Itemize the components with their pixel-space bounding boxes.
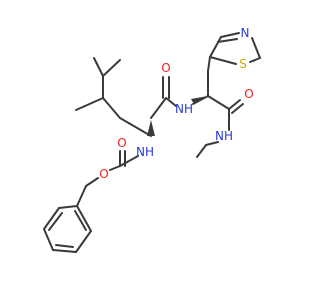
molecule-diagram: O O NH O NH O NH N S: [43, 26, 261, 253]
bond-c-o: [228, 99, 241, 110]
bond-o-carbonyl: [109, 165, 121, 171]
bond-nh-me: [205, 141, 219, 146]
bond: [249, 57, 261, 63]
bond: [43, 228, 54, 251]
oxygen-atom-leucine: O: [161, 61, 170, 75]
oxygen-atom-amide: O: [244, 87, 253, 101]
nitrogen-atom-methylamide: NH: [215, 129, 233, 143]
bond: [209, 56, 237, 65]
bond: [58, 205, 78, 209]
bond-ch-me1: [75, 97, 104, 111]
bond: [76, 205, 92, 232]
bond-c-nh: [165, 97, 177, 107]
bond-ch2-thiazole: [207, 56, 211, 72]
bond-inner: [48, 212, 63, 231]
bond-inner: [55, 244, 74, 248]
oxygen-atom-carbamate: O: [117, 136, 126, 150]
bond: [220, 32, 240, 38]
bond-me: [102, 59, 121, 77]
bond-inner: [217, 38, 238, 43]
bond-alpha2-c: [207, 95, 230, 110]
bond-me-end: [196, 144, 207, 158]
bond-ch2-ch: [102, 97, 121, 119]
bond-ring-ch2: [76, 185, 87, 207]
bond: [43, 207, 60, 230]
bond-carbonyl-nh: [119, 155, 139, 167]
bond: [251, 37, 261, 59]
bond-alpha-c: [150, 97, 167, 119]
bond: [209, 36, 222, 58]
bond-me: [93, 57, 104, 77]
bond-alpha-ch2: [119, 117, 152, 137]
nitrogen-atom-thiazole: N: [241, 26, 250, 40]
nitrogen-atom-carbamate: NH: [136, 145, 154, 159]
bond-c-o-double: [231, 103, 244, 114]
oxygen-atom-ester: O: [99, 167, 108, 181]
bond: [52, 249, 77, 253]
molecule-structure: O O NH O NH O NH N S: [43, 26, 261, 253]
stereo-wedge-2: [191, 96, 208, 104]
bond-ch2-o: [85, 177, 99, 187]
benzene-ring: [43, 205, 92, 253]
stereo-wedge: [147, 120, 155, 136]
bond: [75, 230, 92, 253]
bond-inner: [74, 210, 87, 231]
thiazole-ring: [209, 32, 261, 65]
sulfur-atom-thiazole: S: [239, 57, 247, 71]
nitrogen-atom-peptide: NH: [175, 102, 193, 116]
